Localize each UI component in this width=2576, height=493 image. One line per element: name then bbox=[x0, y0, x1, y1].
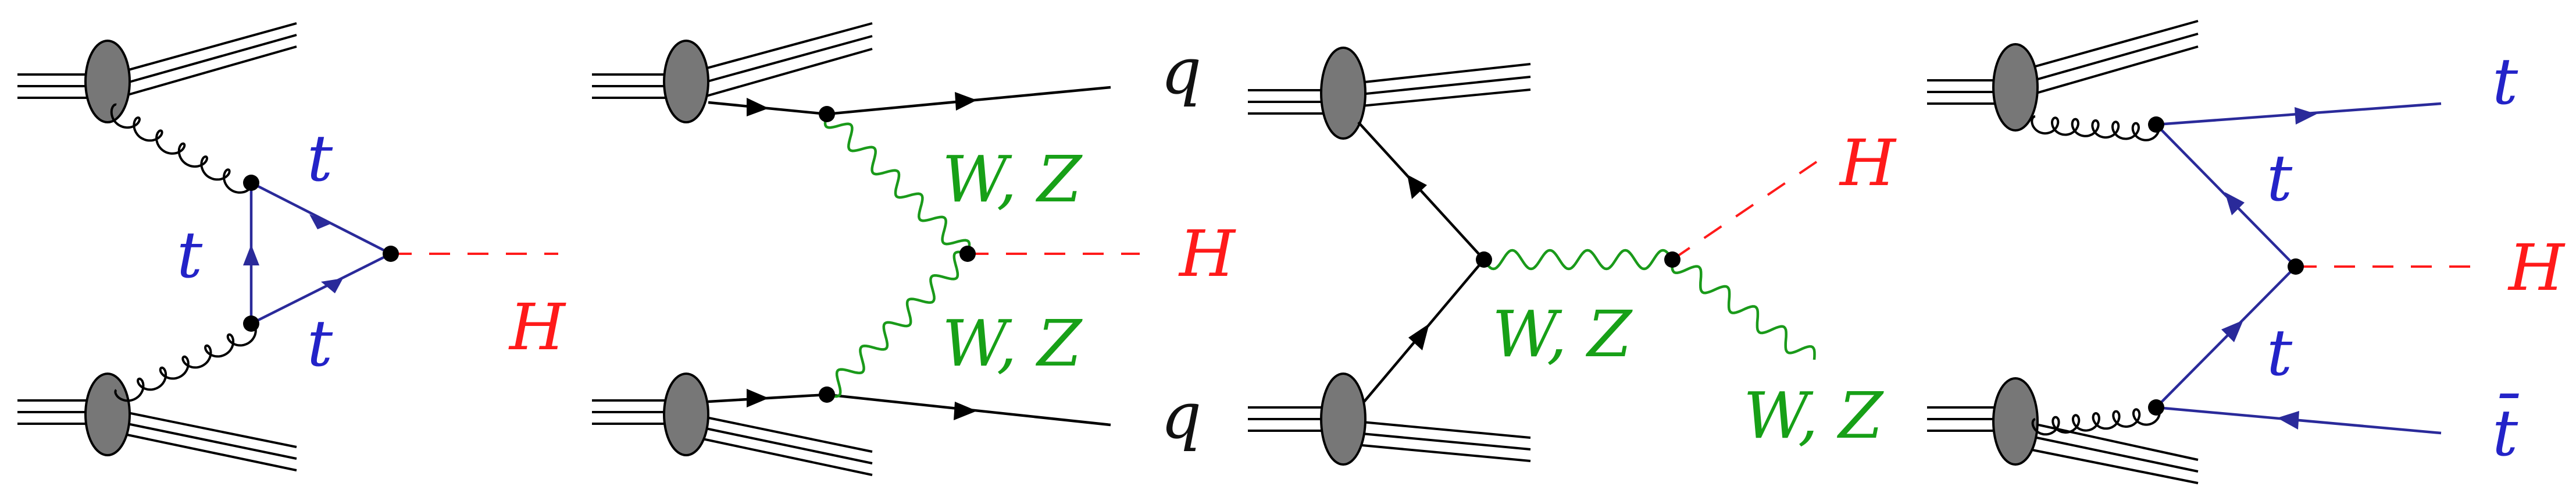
proton-upper bbox=[1248, 47, 1531, 140]
label-higgs: H bbox=[1839, 126, 1897, 200]
label-v-lower: W, Z bbox=[942, 306, 1083, 381]
vertex-qq bbox=[1476, 251, 1492, 268]
label-q-top: q bbox=[1161, 34, 1201, 108]
vertex-higgs bbox=[2288, 258, 2304, 275]
diagram-tth: t t H t t̄ bbox=[1927, 20, 2566, 484]
gluon-lower bbox=[114, 322, 257, 402]
proton-upper bbox=[592, 22, 873, 123]
vertex-lower bbox=[819, 386, 835, 403]
label-higgs: H bbox=[508, 290, 566, 364]
arrow-lower-out bbox=[954, 402, 977, 420]
gluon-upper bbox=[110, 103, 254, 194]
arrow-antitop bbox=[2277, 411, 2299, 430]
arrow-upper-in bbox=[747, 98, 769, 116]
vertex-higgs bbox=[959, 246, 976, 262]
arrow-top-lower bbox=[2221, 320, 2243, 342]
label-t-lower: t bbox=[307, 306, 333, 381]
quark-lower-in bbox=[708, 393, 1111, 427]
label-t-upper: t bbox=[2267, 141, 2293, 215]
label-t-lower: t bbox=[2267, 315, 2293, 390]
boson-intermediate bbox=[1483, 249, 1674, 271]
arrow-top-out bbox=[2295, 107, 2317, 125]
arrow-upper-right bbox=[309, 214, 331, 229]
label-tbar: t̄ bbox=[2492, 393, 2520, 470]
label-higgs: H bbox=[2507, 230, 2566, 305]
vertex-vh bbox=[1664, 251, 1681, 268]
boson-final bbox=[1671, 259, 1816, 360]
arrow-upper bbox=[1407, 175, 1427, 199]
quark-upper bbox=[1357, 121, 1485, 261]
arrow-upper-out bbox=[955, 92, 977, 111]
boson-upper bbox=[823, 114, 971, 254]
boson-lower bbox=[826, 250, 968, 398]
vertex-bottom bbox=[243, 315, 259, 332]
label-q-bottom: q bbox=[1161, 378, 1201, 453]
proton-lower bbox=[592, 373, 873, 476]
proton-lower bbox=[1927, 377, 2199, 484]
label-v-upper: W, Z bbox=[942, 142, 1083, 217]
vertex-higgs bbox=[383, 246, 399, 262]
gluon-upper bbox=[2031, 115, 2160, 141]
quark-upper-in bbox=[708, 86, 1111, 116]
arrow-lower-left bbox=[321, 278, 343, 293]
diagram-vbf: q W, Z H W, Z q bbox=[592, 22, 1236, 476]
diagram-vh: H W, Z W, Z bbox=[1248, 47, 1897, 466]
proton-upper bbox=[1927, 20, 2199, 132]
label-v-final: W, Z bbox=[1743, 378, 1884, 453]
label-t-upper: t bbox=[307, 121, 333, 196]
vertex-top bbox=[243, 175, 259, 191]
arrow-lower-in bbox=[747, 389, 769, 407]
top-loop bbox=[249, 180, 394, 326]
label-t-left: t bbox=[177, 218, 203, 292]
proton-lower bbox=[1248, 373, 1531, 466]
label-t-out: t bbox=[2492, 44, 2518, 119]
arrow-top-upper bbox=[2225, 192, 2245, 215]
label-v-intermediate: W, Z bbox=[1492, 297, 1633, 371]
vertex-upper bbox=[819, 106, 835, 122]
top-lower bbox=[2155, 265, 2297, 409]
proton-lower bbox=[17, 373, 297, 471]
label-higgs: H bbox=[1178, 217, 1236, 291]
vertex-upper bbox=[2148, 116, 2164, 133]
diagram-gluon-fusion: t t t H bbox=[17, 22, 566, 471]
vertex-lower bbox=[2148, 399, 2164, 416]
arrow-left bbox=[243, 244, 259, 265]
gluon-lower bbox=[2031, 406, 2161, 436]
higgs-line bbox=[1671, 161, 1818, 261]
proton-upper bbox=[17, 22, 297, 123]
arrow-lower bbox=[1408, 324, 1429, 350]
